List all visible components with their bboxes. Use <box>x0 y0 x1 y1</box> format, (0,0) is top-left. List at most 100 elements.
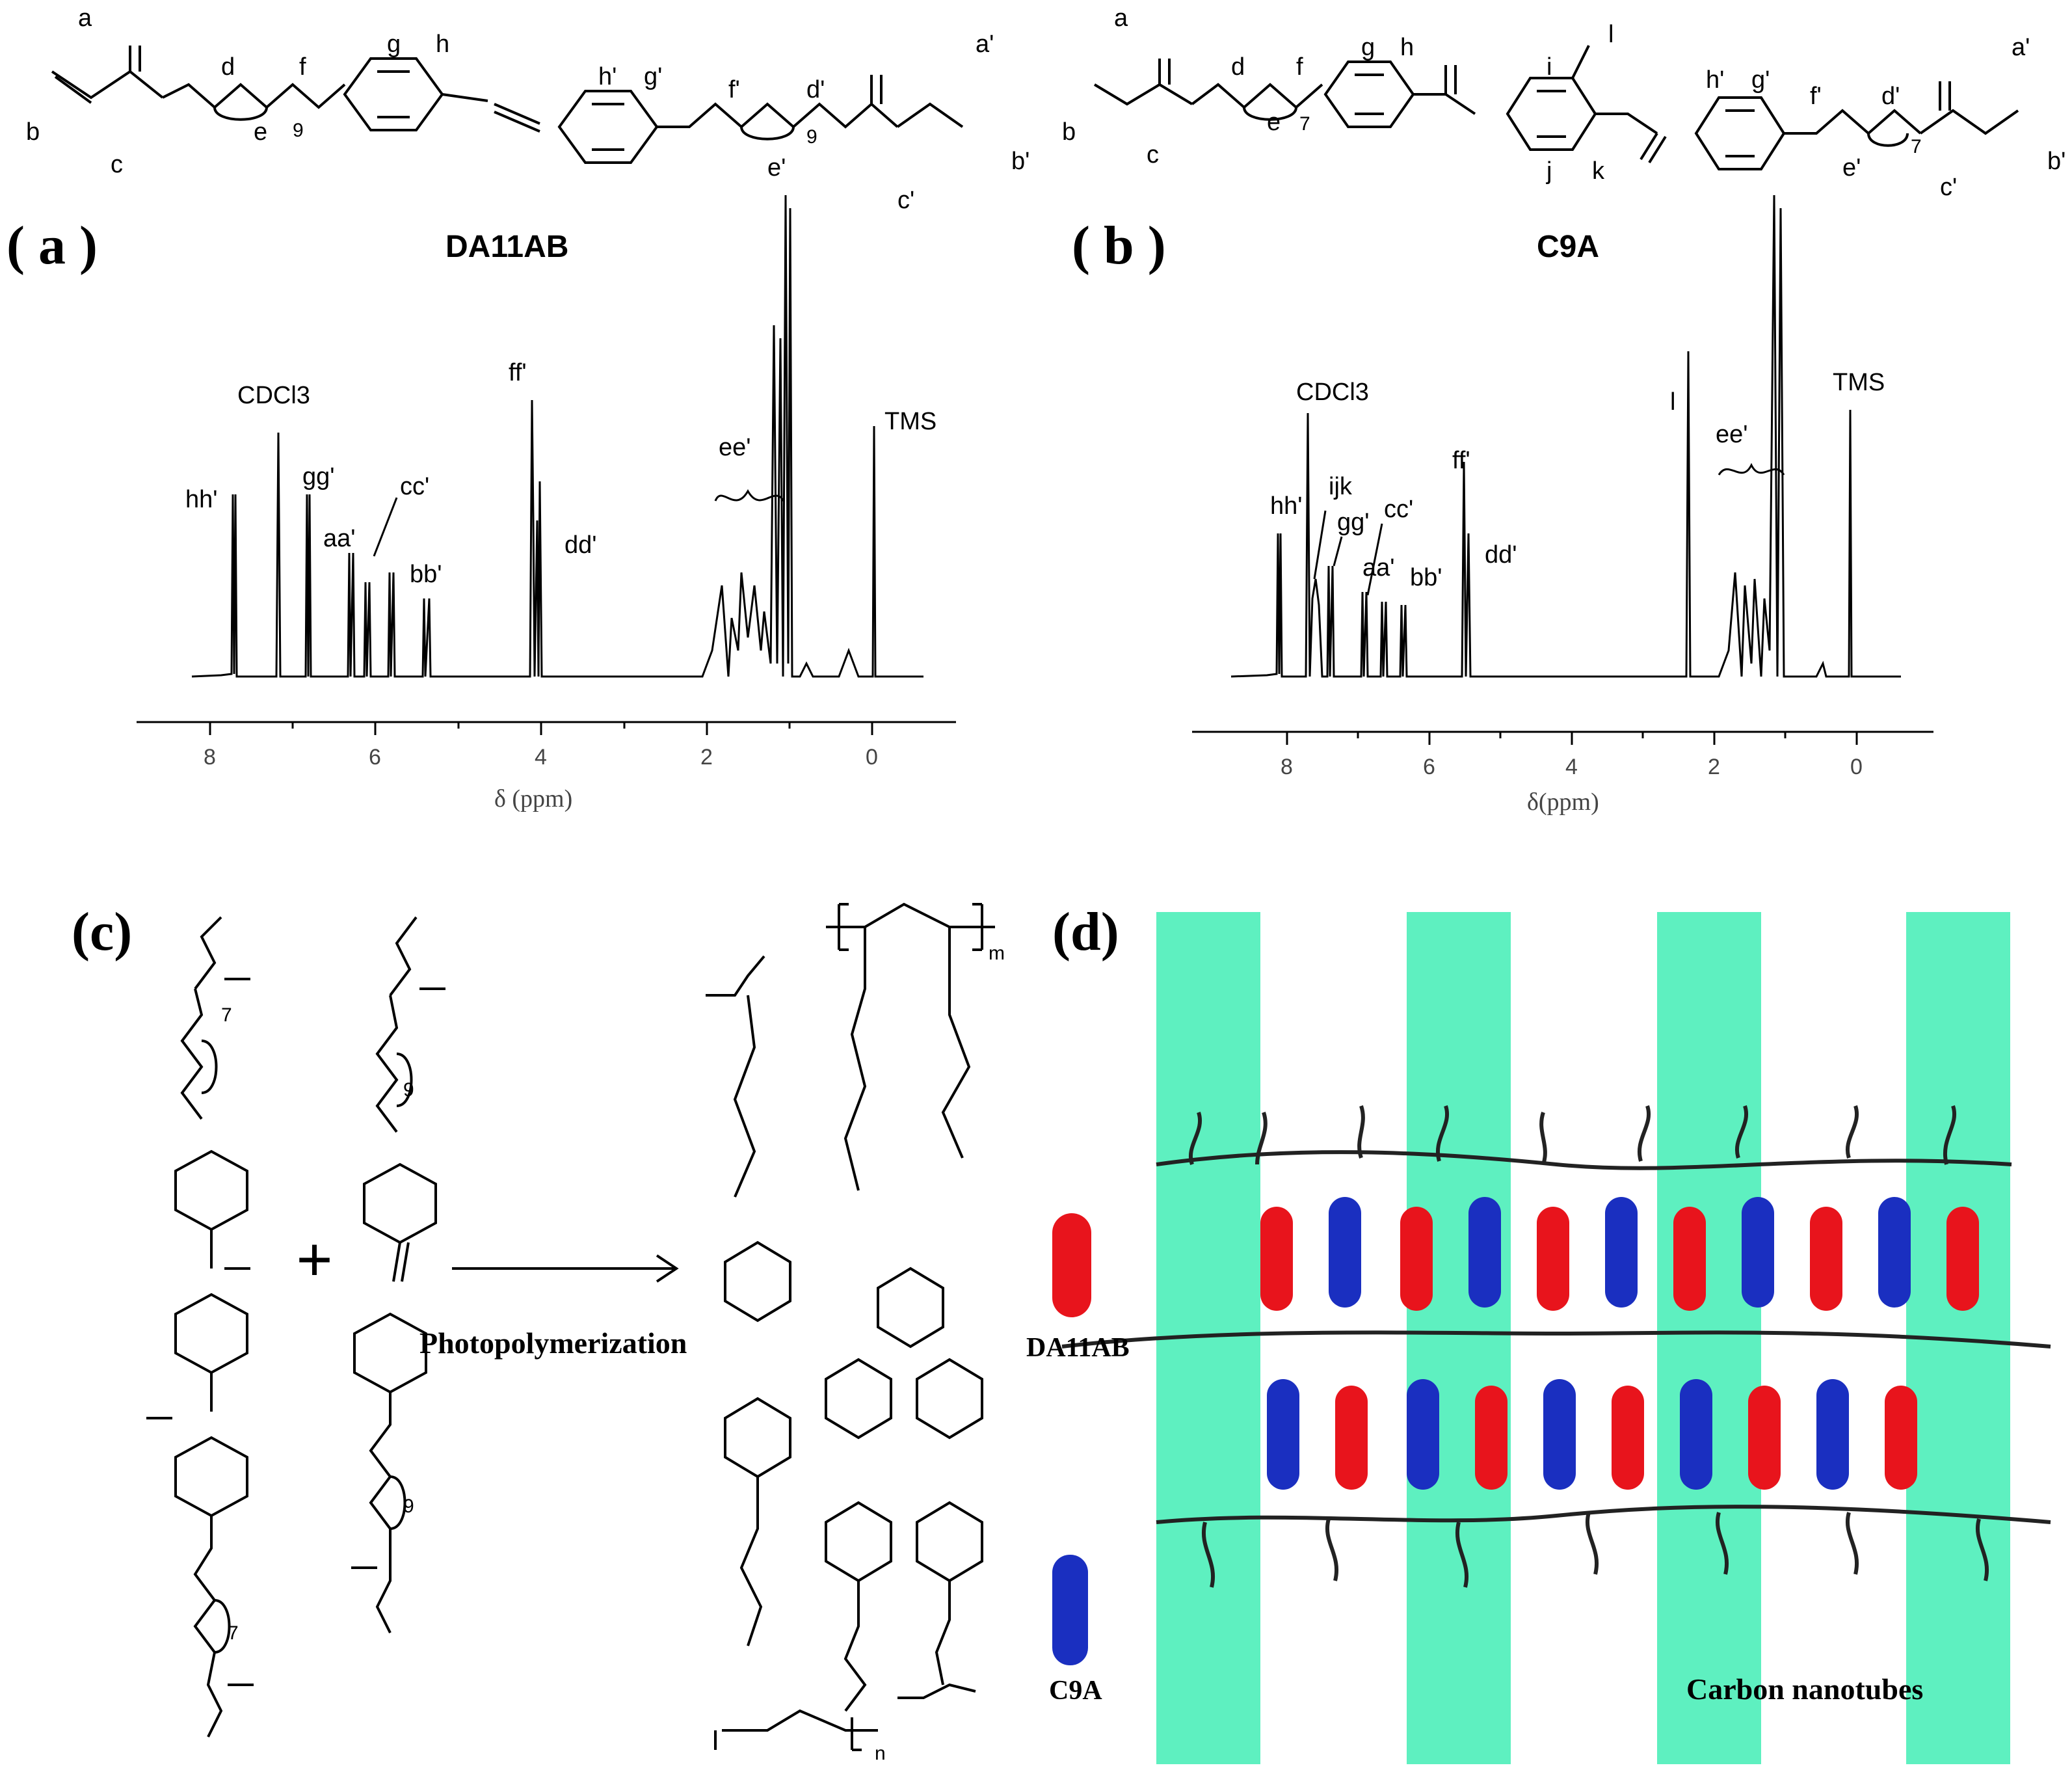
peak-gg-a: gg' <box>302 463 335 490</box>
da11ab-sub-9-top: 9 <box>403 1079 414 1101</box>
peak-tms-b: TMS <box>1833 369 1885 396</box>
c9a-atom-i: i <box>1547 53 1552 81</box>
panel-b-title: C9A <box>1537 230 1599 264</box>
tick-a-6: 6 <box>369 745 381 770</box>
atom-g-prime: g' <box>644 63 662 90</box>
c9a-atom-b: b <box>1062 118 1076 146</box>
blue-mesogen <box>1605 1197 1638 1308</box>
red-mesogen <box>1612 1386 1644 1490</box>
atom-c: c <box>111 151 123 178</box>
panel-c: (c) 7 7 + <box>0 878 1036 1769</box>
tick-a-0: 0 <box>866 745 878 770</box>
red-mesogen <box>1260 1207 1293 1311</box>
panel-d-label: (d) <box>1052 902 1119 962</box>
legend: DA11AB C9A Carbon nanotubes <box>1026 1213 1923 1706</box>
tick-a-8: 8 <box>204 745 216 770</box>
cnt-band-2 <box>1407 912 1511 1764</box>
peak-cc-a: cc' <box>400 473 429 500</box>
blue-mesogen <box>1543 1379 1576 1490</box>
c9a-atom-h: h <box>1400 34 1414 61</box>
c9a-atom-l: l <box>1608 21 1614 48</box>
red-mesogen <box>1537 1207 1569 1311</box>
peak-hh-b: hh' <box>1270 492 1303 520</box>
peak-ff-b: ff' <box>1452 447 1470 474</box>
atom-d: d <box>221 53 235 81</box>
c9a-atom-e-prime: e' <box>1842 154 1861 181</box>
atom-f: f <box>299 53 306 81</box>
peak-aa-a: aa' <box>323 525 356 552</box>
cnt-band-3 <box>1657 912 1761 1764</box>
atom-b-prime: b' <box>1011 148 1029 175</box>
c9a-structure <box>1093 45 2019 170</box>
polymer-sub-m: m <box>989 943 1005 964</box>
repeat-9: 9 <box>293 120 304 141</box>
legend-c9a: C9A <box>1049 1676 1102 1706</box>
peak-gg-b: gg' <box>1337 509 1370 536</box>
c9a-atom-a-prime: a' <box>2012 34 2030 61</box>
red-mesogen <box>1475 1386 1508 1490</box>
ticks-b: 8 6 4 2 0 δ(ppm) <box>1281 755 1863 816</box>
c9a-atom-c-prime: c' <box>1940 174 1957 201</box>
panel-d: (d) <box>1026 878 2072 1769</box>
carbon-nanotubes <box>1156 912 2010 1764</box>
c9a-atom-f: f <box>1296 53 1303 81</box>
da11ab-monomer <box>351 916 445 1633</box>
atom-b: b <box>26 118 40 146</box>
red-mesogen <box>1946 1207 1979 1311</box>
peak-ee-b: ee' <box>1716 421 1748 448</box>
tick-a-4: 4 <box>535 745 547 770</box>
peak-hh-a: hh' <box>185 486 218 513</box>
red-mesogen <box>1885 1386 1917 1490</box>
tick-b-8: 8 <box>1281 755 1293 779</box>
c9a-atom-h-prime: h' <box>1706 66 1724 94</box>
atom-a-prime: a' <box>976 31 994 58</box>
legend-da11ab: DA11AB <box>1026 1333 1130 1363</box>
peak-ijk-b: ijk <box>1329 473 1353 500</box>
panel-b-label: ( b ) <box>1072 215 1166 276</box>
da11ab-structure <box>51 46 964 164</box>
panel-a: a b c d e f g h a' b' c' d' e' f' g' h' … <box>0 0 1036 820</box>
legend-blue-mesogen <box>1052 1555 1088 1665</box>
axis-title-a: δ (ppm) <box>494 785 572 812</box>
axis-title-b: δ(ppm) <box>1527 788 1599 816</box>
tick-b-0: 0 <box>1850 755 1863 779</box>
peak-tms-a: TMS <box>884 408 936 435</box>
c9a-repeat-7: 7 <box>1299 113 1310 135</box>
polymer-sub-n: n <box>875 1743 886 1764</box>
tick-a-2: 2 <box>700 745 713 770</box>
plus-sign: + <box>296 1224 333 1296</box>
legend-cnt: Carbon nanotubes <box>1686 1672 1923 1706</box>
atom-h-prime: h' <box>598 63 617 90</box>
peak-cdcl3-b: CDCl3 <box>1296 379 1369 406</box>
legend-red-mesogen <box>1052 1213 1091 1317</box>
c9a-atom-labels: a b c d e f g h i j k l a' b' c' d' e' f… <box>1062 5 2065 201</box>
red-mesogen <box>1748 1386 1781 1490</box>
c9a-monomer <box>146 916 254 1738</box>
c9a-atom-g-prime: g' <box>1751 66 1770 94</box>
panel-b: a b c d e f g h i j k l a' b' c' d' e' f… <box>1036 0 2072 820</box>
panel-a-title: DA11AB <box>445 230 568 264</box>
peak-l-b: l <box>1670 388 1675 416</box>
c9a-sub-7-top: 7 <box>221 1004 232 1026</box>
red-mesogen <box>1400 1207 1433 1311</box>
ticks-a: 8 6 4 2 0 δ (ppm) <box>204 745 878 812</box>
peak-dd-b: dd' <box>1485 541 1517 569</box>
blue-mesogen <box>1878 1197 1911 1308</box>
peak-cc-b: cc' <box>1384 496 1413 523</box>
blue-mesogen <box>1267 1379 1299 1490</box>
spectrum-trace-b <box>1230 195 1901 678</box>
c9a-atom-k: k <box>1592 157 1605 185</box>
spectrum-trace-a <box>191 195 923 678</box>
blue-mesogen <box>1816 1379 1849 1490</box>
peak-bb-a: bb' <box>410 561 442 588</box>
c9a-atom-f-prime: f' <box>1810 83 1822 110</box>
polymer-network <box>706 902 995 1751</box>
reaction-arrow <box>452 1254 679 1283</box>
nmr-spectrum-b <box>1192 195 1933 745</box>
blue-mesogen <box>1680 1379 1712 1490</box>
panel-a-label: ( a ) <box>7 215 98 276</box>
red-mesogen <box>1335 1386 1368 1490</box>
atom-e-prime: e' <box>767 154 786 181</box>
red-mesogen <box>1673 1207 1706 1311</box>
atom-f-prime: f' <box>728 76 740 103</box>
